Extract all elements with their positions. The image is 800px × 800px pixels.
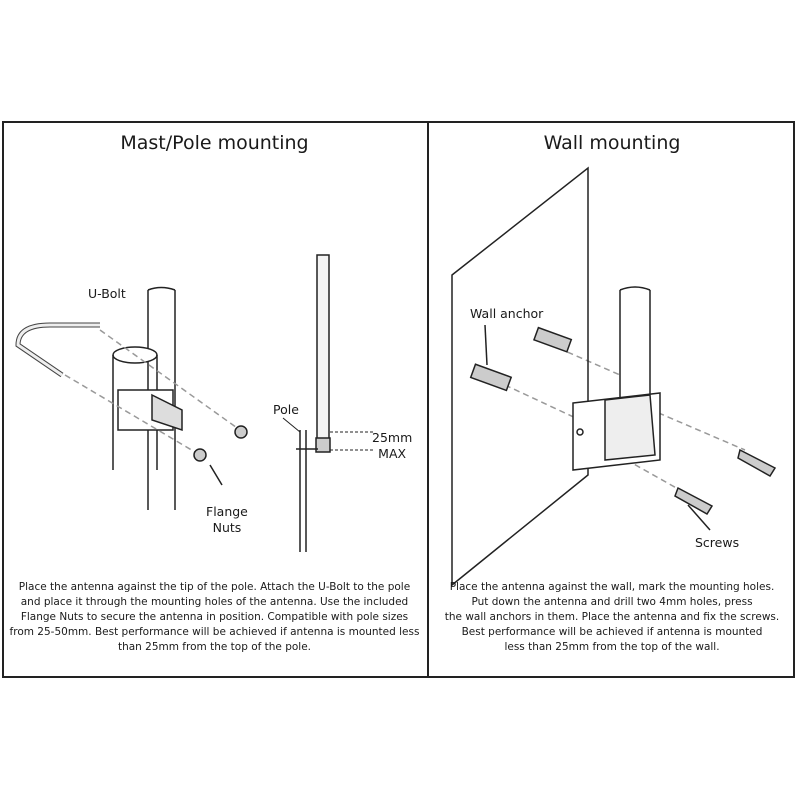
screw-icon [674, 448, 777, 516]
wall-anchor-label: Wall anchor [470, 306, 544, 321]
wall-title: Wall mounting [543, 132, 681, 154]
max-label: 25mm MAX [372, 430, 413, 461]
ubolt-label: U-Bolt [88, 286, 126, 301]
screws-label: Screws [695, 535, 740, 550]
diagram-frame [2, 121, 795, 678]
mast-title: Mast/Pole mounting [120, 132, 309, 154]
pole-label: Pole [273, 402, 299, 417]
wall-description: Place the antenna against the wall, mark… [444, 581, 780, 653]
flange-nut-icon [193, 425, 248, 462]
screws-pointer [687, 504, 711, 531]
flange-nuts-label: Flange Nuts [206, 504, 248, 535]
wall-anchor-icon [469, 326, 573, 392]
anchor-pointer [484, 324, 488, 366]
mast-description: Place the antenna against the tip of the… [9, 581, 420, 653]
flange-nuts-pointer [209, 464, 223, 486]
panel-divider [427, 121, 429, 678]
wall-illustration [451, 166, 661, 587]
mast-pole-illustration [112, 286, 183, 510]
antenna-on-pole-illustration [282, 254, 375, 552]
u-bolt-illustration [15, 322, 100, 378]
